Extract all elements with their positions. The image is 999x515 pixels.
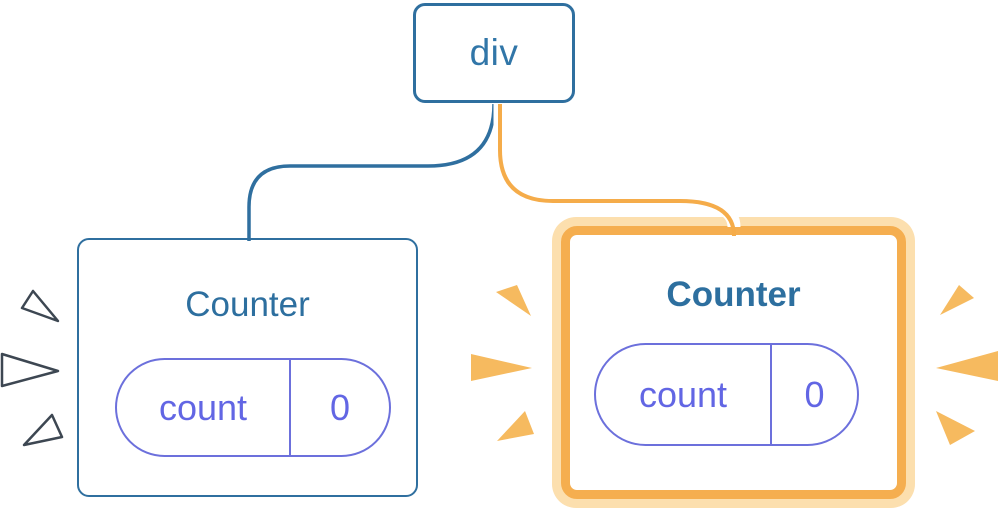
spark-mid-top-icon xyxy=(496,285,531,316)
root-node-label: div xyxy=(469,32,519,73)
spark-right-top-icon xyxy=(940,285,974,315)
spark-left-middle-icon xyxy=(0,352,60,388)
spark-right-middle-icon xyxy=(936,351,998,381)
counter-card-right: Counter count 0 xyxy=(561,226,906,499)
state-pill-left: count 0 xyxy=(115,358,391,457)
counter-card-left: Counter count 0 xyxy=(77,238,418,497)
counter-title-right: Counter xyxy=(666,275,801,314)
tree-edge-left xyxy=(247,103,496,241)
state-value-right: 0 xyxy=(770,345,857,444)
state-value-left: 0 xyxy=(289,360,389,455)
edge-casing xyxy=(493,104,741,228)
spark-right-bottom-icon xyxy=(936,411,975,445)
spark-mid-bottom-icon xyxy=(497,411,534,441)
state-key-left: count xyxy=(158,386,248,428)
root-div-node: div xyxy=(413,3,575,103)
spark-left-top-icon xyxy=(20,289,60,323)
spark-left-bottom-icon xyxy=(22,413,64,447)
highlight-ring: Counter count 0 xyxy=(552,217,915,508)
state-pill-right: count 0 xyxy=(594,343,859,446)
state-key-right: count xyxy=(638,373,728,415)
spark-mid-middle-icon xyxy=(471,354,532,381)
counter-title-left: Counter xyxy=(185,285,310,324)
